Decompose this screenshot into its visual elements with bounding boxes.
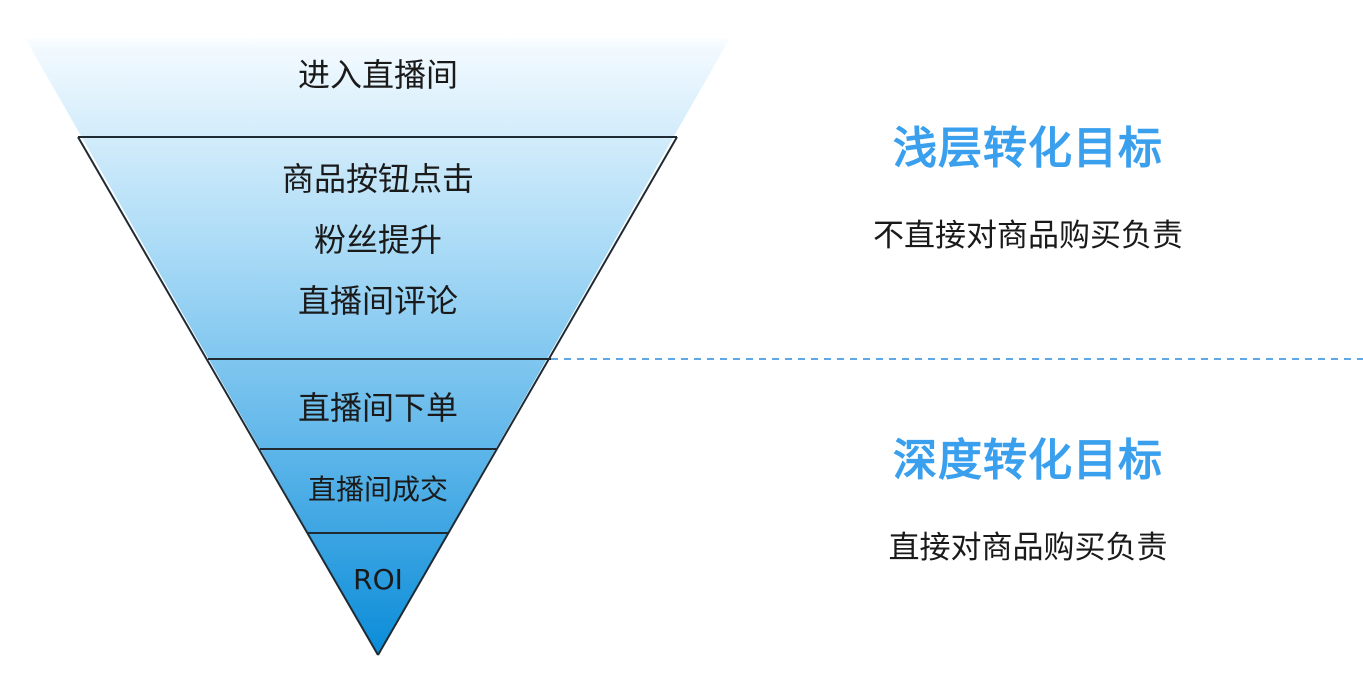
stage-label-enter-room: 进入直播间 [298,56,458,94]
stage-label-order: 直播间下单 [298,389,458,427]
funnel-body [25,38,730,655]
funnel-edge-right [377,136,678,656]
stage-label-room-comment: 直播间评论 [298,282,458,320]
deep-goal-description: 直接对商品购买负责 [888,530,1168,566]
funnel-edge-left [77,136,379,656]
stage-label-roi: ROI [353,563,403,596]
stage-label-fan-growth: 粉丝提升 [314,221,442,259]
stage-label-deal: 直播间成交 [308,473,448,506]
shallow-goal-title: 浅层转化目标 [893,123,1163,174]
funnel-top-fade [0,30,760,48]
shallow-goal-description: 不直接对商品购买负责 [873,218,1183,254]
stage-label-product-click: 商品按钮点击 [282,160,474,198]
deep-goal-title: 深度转化目标 [893,435,1163,486]
